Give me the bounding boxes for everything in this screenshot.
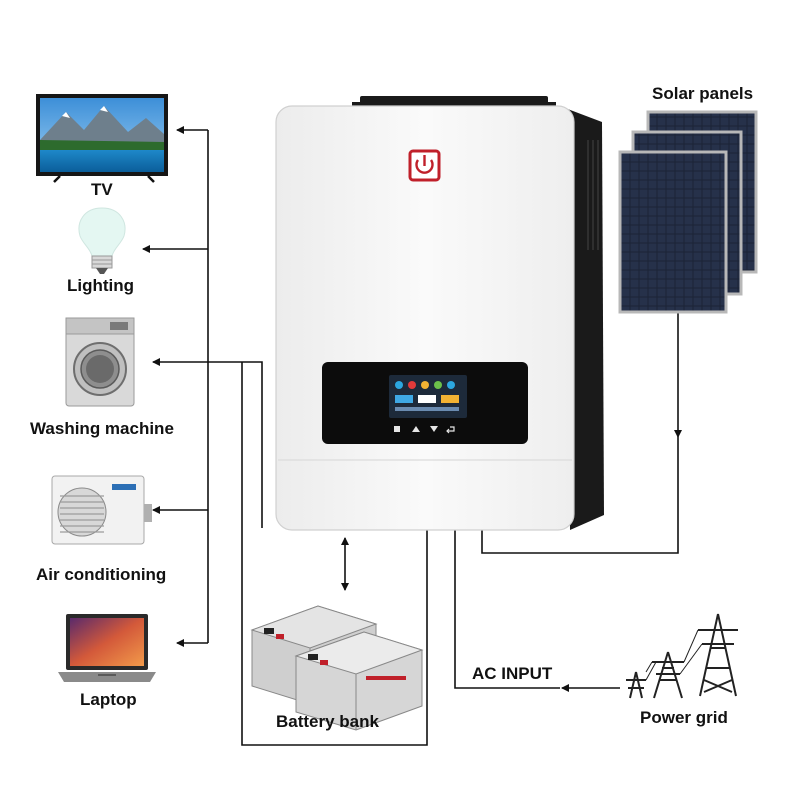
lightbulb-icon xyxy=(78,207,126,274)
laptop-icon xyxy=(58,614,156,682)
solar-panels-icon xyxy=(618,110,758,314)
mounting-bracket xyxy=(360,96,548,108)
battery-bank-label: Battery bank xyxy=(276,712,379,731)
air-conditioner-icon xyxy=(51,475,152,545)
battery-bank-icon xyxy=(250,605,424,731)
power-grid-label: Power grid xyxy=(640,708,728,727)
tv-label: TV xyxy=(91,180,113,199)
power-logo-icon xyxy=(408,149,441,182)
menu-button-icon xyxy=(394,426,400,432)
hybrid-inverter xyxy=(275,96,604,531)
laptop-label: Laptop xyxy=(80,690,137,709)
inverter-side-panel xyxy=(565,108,604,530)
control-buttons xyxy=(394,426,455,434)
enter-button-icon xyxy=(446,426,455,434)
washer-feed-arrow xyxy=(152,358,263,528)
tv-icon xyxy=(36,94,168,183)
wiring xyxy=(142,126,682,746)
power-grid-icon xyxy=(626,613,738,699)
output-loop-line xyxy=(241,362,428,746)
ac-input-line xyxy=(454,528,560,689)
down-button-icon xyxy=(430,426,438,432)
lcd-graphics xyxy=(395,381,459,411)
air-conditioning-label: Air conditioning xyxy=(36,565,167,584)
washing-machine-icon xyxy=(65,317,135,407)
washing-machine-label: Washing machine xyxy=(30,419,174,438)
lighting-label: Lighting xyxy=(67,276,135,295)
up-button-icon xyxy=(412,426,420,432)
solar-line xyxy=(481,437,679,554)
ac-input-label: AC INPUT xyxy=(472,664,553,683)
solar-panels-label: Solar panels xyxy=(652,84,754,103)
